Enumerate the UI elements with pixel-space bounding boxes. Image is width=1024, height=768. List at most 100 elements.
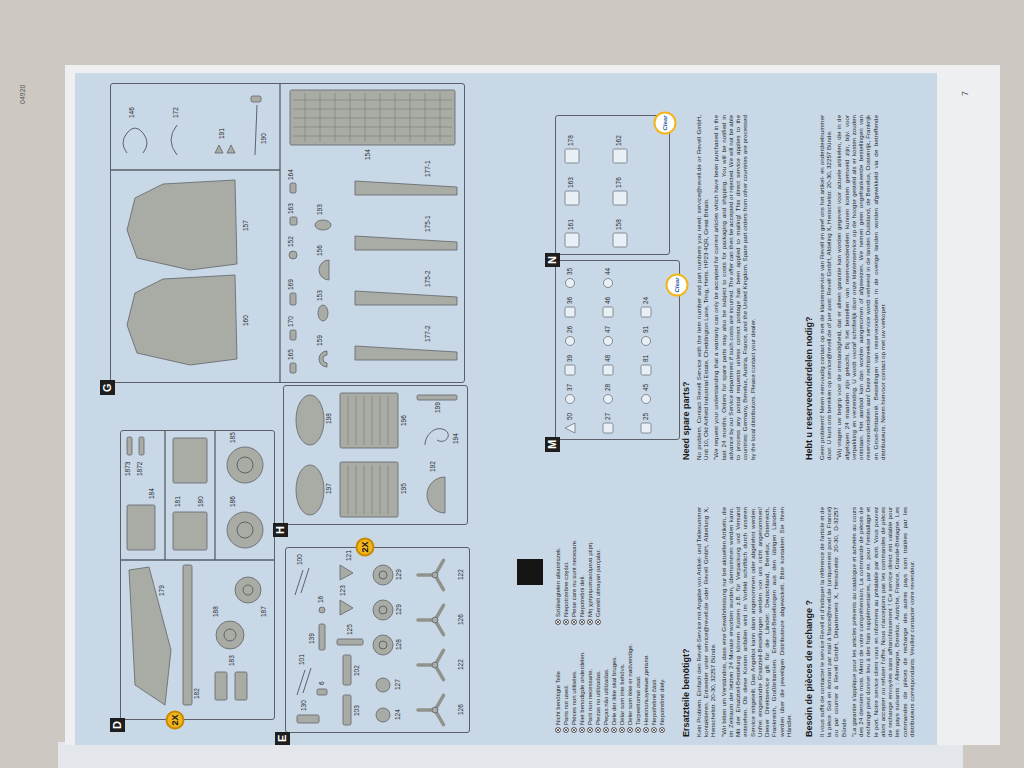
small-part <box>317 689 327 695</box>
ribbed-part <box>340 462 398 517</box>
small-part <box>340 600 353 615</box>
clear-part <box>566 279 575 288</box>
unused-symbol <box>572 728 575 731</box>
wheel-hub <box>379 606 387 614</box>
sprue-divider <box>214 430 215 560</box>
rib-line <box>348 465 349 514</box>
panel-line <box>305 93 306 142</box>
clear-part <box>603 423 613 433</box>
part-number: 44 <box>605 267 612 276</box>
sprue-letter: M <box>545 437 560 452</box>
rib-line <box>372 396 373 445</box>
unused-symbol <box>659 727 665 733</box>
rod-part <box>255 105 257 155</box>
small-part <box>127 437 132 455</box>
horseshoe-part <box>319 351 327 367</box>
small-part <box>290 330 296 340</box>
part-number: 128 <box>396 638 403 651</box>
part-number: 129 <box>396 603 403 616</box>
unused-symbol <box>555 619 561 625</box>
small-part <box>290 363 296 373</box>
wheel-hub <box>243 585 253 595</box>
badge-text: 2X <box>171 715 180 726</box>
part-number: 198 <box>326 412 333 425</box>
clear-part <box>641 423 651 433</box>
small-part <box>318 305 328 321</box>
legend-item: Piese care nu sunt necesare. <box>571 539 577 625</box>
part-number: 157 <box>243 219 250 232</box>
unused-symbol <box>555 727 561 733</box>
small-part <box>319 624 325 650</box>
legend-text: Parti non necessarie. <box>587 669 593 725</box>
part-number: 177-1 <box>425 159 432 178</box>
part-number: 91 <box>643 325 650 334</box>
paragraph: "Wir bitten um Verständnis, dass eine Ge… <box>720 507 793 737</box>
part-number: 182 <box>194 687 201 700</box>
wheel-part <box>227 447 263 483</box>
unused-symbol <box>556 620 559 623</box>
legend-item: Szükségtelen alkatrészek. <box>555 547 561 625</box>
legend-text: Deler som ikke er nødvendige. <box>627 644 633 725</box>
panel-line <box>425 93 426 142</box>
part-number: 124 <box>395 708 402 721</box>
unused-symbol <box>587 619 593 625</box>
rib-line <box>380 396 381 445</box>
part-number: 121 <box>346 549 353 562</box>
unused-symbol <box>580 728 585 733</box>
panel-line <box>410 93 411 142</box>
clear-part <box>603 365 613 375</box>
rod-part <box>301 568 309 593</box>
wing-part <box>129 567 171 705</box>
part-number: 50 <box>567 412 574 421</box>
clear-part <box>613 191 627 205</box>
legend-item: Parts not used. <box>563 685 569 733</box>
part-number: 45 <box>643 383 650 392</box>
part-number: 152 <box>288 235 295 248</box>
legend-text: Peças não utilizadas. <box>603 668 609 725</box>
badge-circle <box>357 539 374 556</box>
small-part <box>315 220 331 230</box>
part-number: 26 <box>567 325 574 334</box>
part-number: 177-2 <box>425 324 432 343</box>
fuselage-part <box>127 180 237 270</box>
unused-symbol <box>556 728 561 733</box>
panel-line <box>293 109 452 110</box>
panel-line <box>440 93 441 142</box>
small-part <box>290 217 297 225</box>
quantity-badge: 2X <box>355 537 375 557</box>
unused-symbol <box>596 620 601 625</box>
rib-line <box>356 396 357 445</box>
panel-line <box>395 93 396 142</box>
legend-text: Piese care nu sunt necesare. <box>571 539 577 617</box>
part-number: 1872 <box>137 461 144 477</box>
unused-symbol <box>564 620 567 623</box>
text-section: Hebt u reserveonderdelen nodig?Geen prob… <box>805 115 889 460</box>
small-part <box>290 183 296 193</box>
part-number: 48 <box>605 354 612 363</box>
unused-symbol <box>628 728 631 731</box>
legend-text: Parts not used. <box>563 685 569 725</box>
unused-symbol <box>588 620 591 623</box>
part-number: 127 <box>395 678 402 691</box>
clear-part <box>566 395 575 404</box>
wire-part <box>123 128 147 153</box>
part-number: 192 <box>430 460 437 473</box>
ribbed-part <box>340 393 398 448</box>
part-number: 181 <box>175 495 182 508</box>
legend-item: Nepotrebni deli. <box>579 575 585 625</box>
part-number: 46 <box>605 296 612 305</box>
small-part <box>289 251 297 259</box>
cone-part <box>215 145 235 153</box>
panel-line <box>380 93 381 142</box>
unused-symbol <box>564 620 569 625</box>
part-number: 122 <box>458 658 465 671</box>
part-number: 184 <box>149 487 156 500</box>
part-number: 28 <box>605 383 612 392</box>
badge-circle <box>167 712 184 729</box>
wheel-part <box>227 512 263 548</box>
small-part <box>343 655 351 685</box>
unused-symbol <box>651 727 657 733</box>
part-number: 125 <box>347 623 354 636</box>
wing-panel <box>355 181 457 195</box>
sprue-divider <box>279 83 280 383</box>
